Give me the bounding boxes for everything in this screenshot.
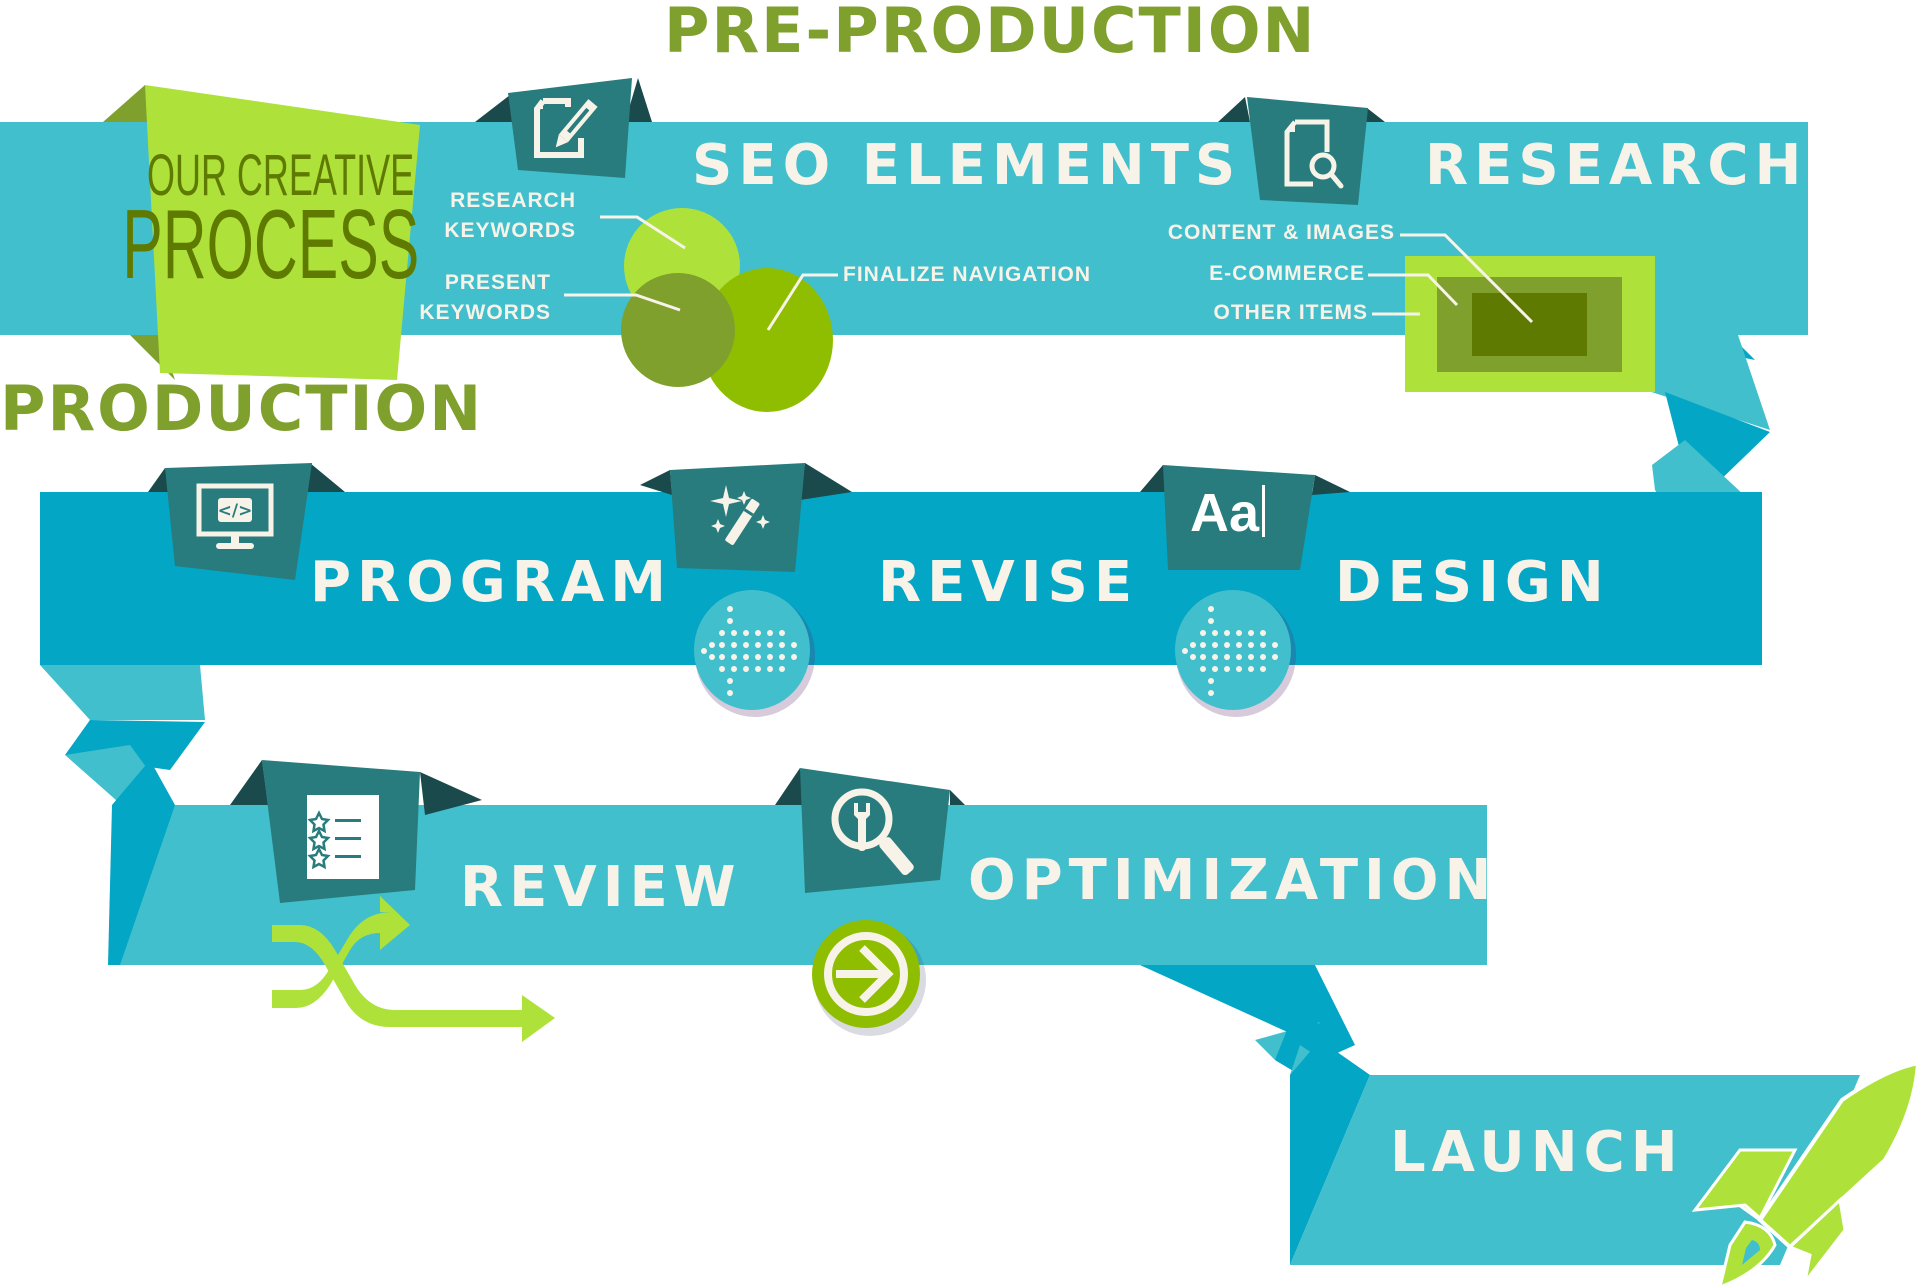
- note-line: RESEARCH: [450, 189, 576, 212]
- note-line: KEYWORDS: [444, 219, 576, 242]
- dotted-arrow-left-1: [701, 606, 797, 696]
- seo-note-finalize-navigation: FINALIZE NAVIGATION: [843, 263, 1092, 286]
- magic-wand-icon: [710, 485, 770, 545]
- tab-research: [1218, 97, 1385, 205]
- typography-icon-text: Aa: [1190, 483, 1260, 543]
- phase-heading-production: PRODUCTION: [0, 372, 484, 445]
- note-line: KEYWORDS: [419, 301, 551, 324]
- seo-note-present-keywords: PRESENT KEYWORDS: [395, 268, 551, 328]
- step-label-review: REVIEW: [460, 855, 742, 920]
- title-tag-shape: [145, 85, 420, 380]
- step-label-optimization: OPTIMIZATION: [968, 848, 1498, 913]
- svg-text:</>: </>: [218, 501, 253, 521]
- research-note-ecommerce: E-COMMERCE: [1209, 262, 1365, 285]
- phase-heading-pre-production: PRE-PRODUCTION: [664, 0, 1317, 67]
- tab-revise: [640, 463, 852, 572]
- monitor-code-icon: </>: [196, 483, 274, 549]
- research-note-content-images: CONTENT & IMAGES: [1167, 221, 1395, 244]
- note-line: PRESENT: [444, 271, 551, 294]
- step-label-revise: REVISE: [878, 550, 1139, 615]
- seo-note-research-keywords: RESEARCH KEYWORDS: [420, 186, 576, 246]
- rocket-icon: [1691, 1060, 1920, 1287]
- step-label-launch: LAUNCH: [1390, 1120, 1684, 1185]
- nested-rect-inner: [1472, 293, 1587, 356]
- venn-circle-present: [621, 273, 735, 387]
- ribbon-launch: [1140, 965, 1860, 1265]
- step-label-research: RESEARCH: [1425, 133, 1808, 198]
- step-label-seo-elements: SEO ELEMENTS: [692, 133, 1242, 198]
- dotted-arrow-circle-2: [1175, 590, 1291, 710]
- venn-circle-finalize: [701, 268, 833, 412]
- ribbon-production-row1: [40, 492, 1762, 830]
- dotted-arrow-left-2: [1182, 606, 1278, 696]
- tab-optimization: [775, 768, 965, 893]
- shuffle-arrows-icon: [272, 896, 555, 1042]
- step-label-program: PROGRAM: [310, 550, 672, 615]
- research-note-other-items: OTHER ITEMS: [1213, 301, 1368, 324]
- title-tag-line2: PROCESS: [122, 189, 420, 299]
- document-edit-icon: [534, 98, 598, 158]
- tab-design: [1140, 465, 1350, 570]
- search-wrench-icon: [831, 788, 914, 875]
- step-label-design: DESIGN: [1335, 550, 1610, 615]
- typography-icon: Aa: [1190, 483, 1266, 543]
- dotted-arrow-circle-1: [694, 590, 810, 710]
- star-checklist-icon: [307, 795, 379, 879]
- text-cursor-icon: [1262, 485, 1266, 537]
- document-search-icon: [1284, 119, 1344, 189]
